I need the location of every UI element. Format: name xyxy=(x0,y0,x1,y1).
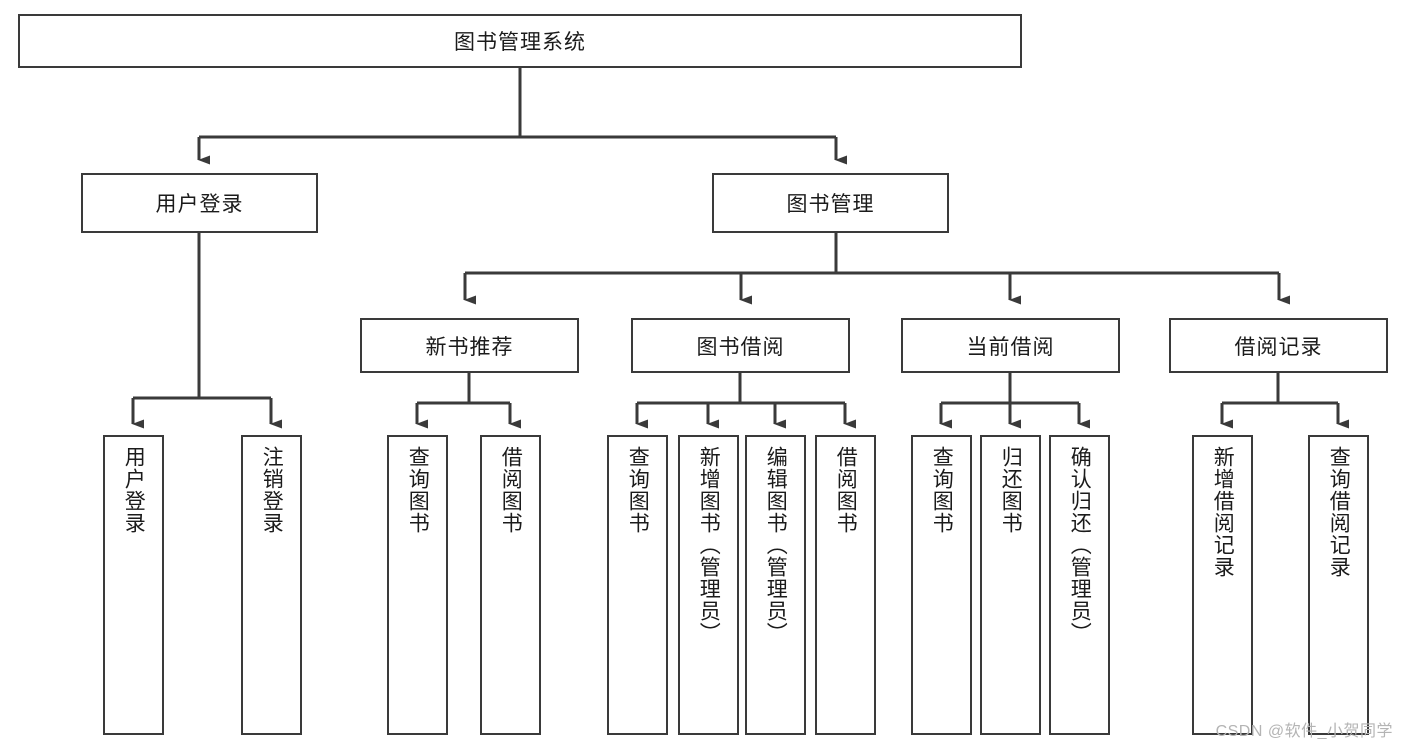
node-label: 新书推荐 xyxy=(425,335,514,359)
node-leaf-add-book[interactable]: 新增图书（管理员） xyxy=(678,435,739,735)
node-label: 借阅图书 xyxy=(499,446,523,534)
node-new-book-recommend[interactable]: 新书推荐 xyxy=(360,318,579,373)
node-label: 查询图书 xyxy=(406,446,430,534)
node-book-management[interactable]: 图书管理 xyxy=(712,173,949,233)
node-borrow-record[interactable]: 借阅记录 xyxy=(1169,318,1388,373)
node-label: 注销登录 xyxy=(260,446,284,534)
node-leaf-edit-book[interactable]: 编辑图书（管理员） xyxy=(745,435,806,735)
node-leaf-confirm-return[interactable]: 确认归还（管理员） xyxy=(1049,435,1110,735)
node-leaf-logout[interactable]: 注销登录 xyxy=(241,435,302,735)
node-label: 用户登录 xyxy=(155,193,244,216)
node-leaf-add-borrow-record[interactable]: 新增借阅记录 xyxy=(1192,435,1253,735)
node-label: 图书借阅 xyxy=(696,335,785,359)
node-leaf-query-borrow-record[interactable]: 查询借阅记录 xyxy=(1308,435,1369,735)
node-label: 查询图书 xyxy=(626,446,650,534)
node-label: 借阅记录 xyxy=(1234,335,1323,359)
node-label: 查询借阅记录 xyxy=(1327,446,1351,578)
node-leaf-borrow-book-2[interactable]: 借阅图书 xyxy=(815,435,876,735)
node-leaf-return-book[interactable]: 归还图书 xyxy=(980,435,1041,735)
watermark-text: CSDN @软件_小贺同学 xyxy=(1215,723,1393,740)
node-user-login[interactable]: 用户登录 xyxy=(81,173,318,233)
node-label: 当前借阅 xyxy=(966,335,1055,359)
node-label: 新增借阅记录 xyxy=(1211,446,1235,578)
node-leaf-query-book-1[interactable]: 查询图书 xyxy=(387,435,448,735)
node-leaf-borrow-book-1[interactable]: 借阅图书 xyxy=(480,435,541,735)
node-label: 新增图书（管理员） xyxy=(697,446,721,644)
node-label: 用户登录 xyxy=(122,446,146,534)
node-label: 查询图书 xyxy=(930,446,954,534)
node-label: 确认归还（管理员） xyxy=(1068,446,1092,644)
node-root-book-management-system[interactable]: 图书管理系统 xyxy=(18,14,1022,68)
node-current-borrow[interactable]: 当前借阅 xyxy=(901,318,1120,373)
node-leaf-user-login[interactable]: 用户登录 xyxy=(103,435,164,735)
node-label: 图书管理 xyxy=(786,193,875,216)
node-leaf-query-book-2[interactable]: 查询图书 xyxy=(607,435,668,735)
node-label: 借阅图书 xyxy=(834,446,858,534)
node-leaf-query-book-3[interactable]: 查询图书 xyxy=(911,435,972,735)
node-label: 编辑图书（管理员） xyxy=(764,446,788,644)
node-label: 归还图书 xyxy=(999,446,1023,534)
node-book-borrow[interactable]: 图书借阅 xyxy=(631,318,850,373)
node-label: 图书管理系统 xyxy=(454,31,586,54)
